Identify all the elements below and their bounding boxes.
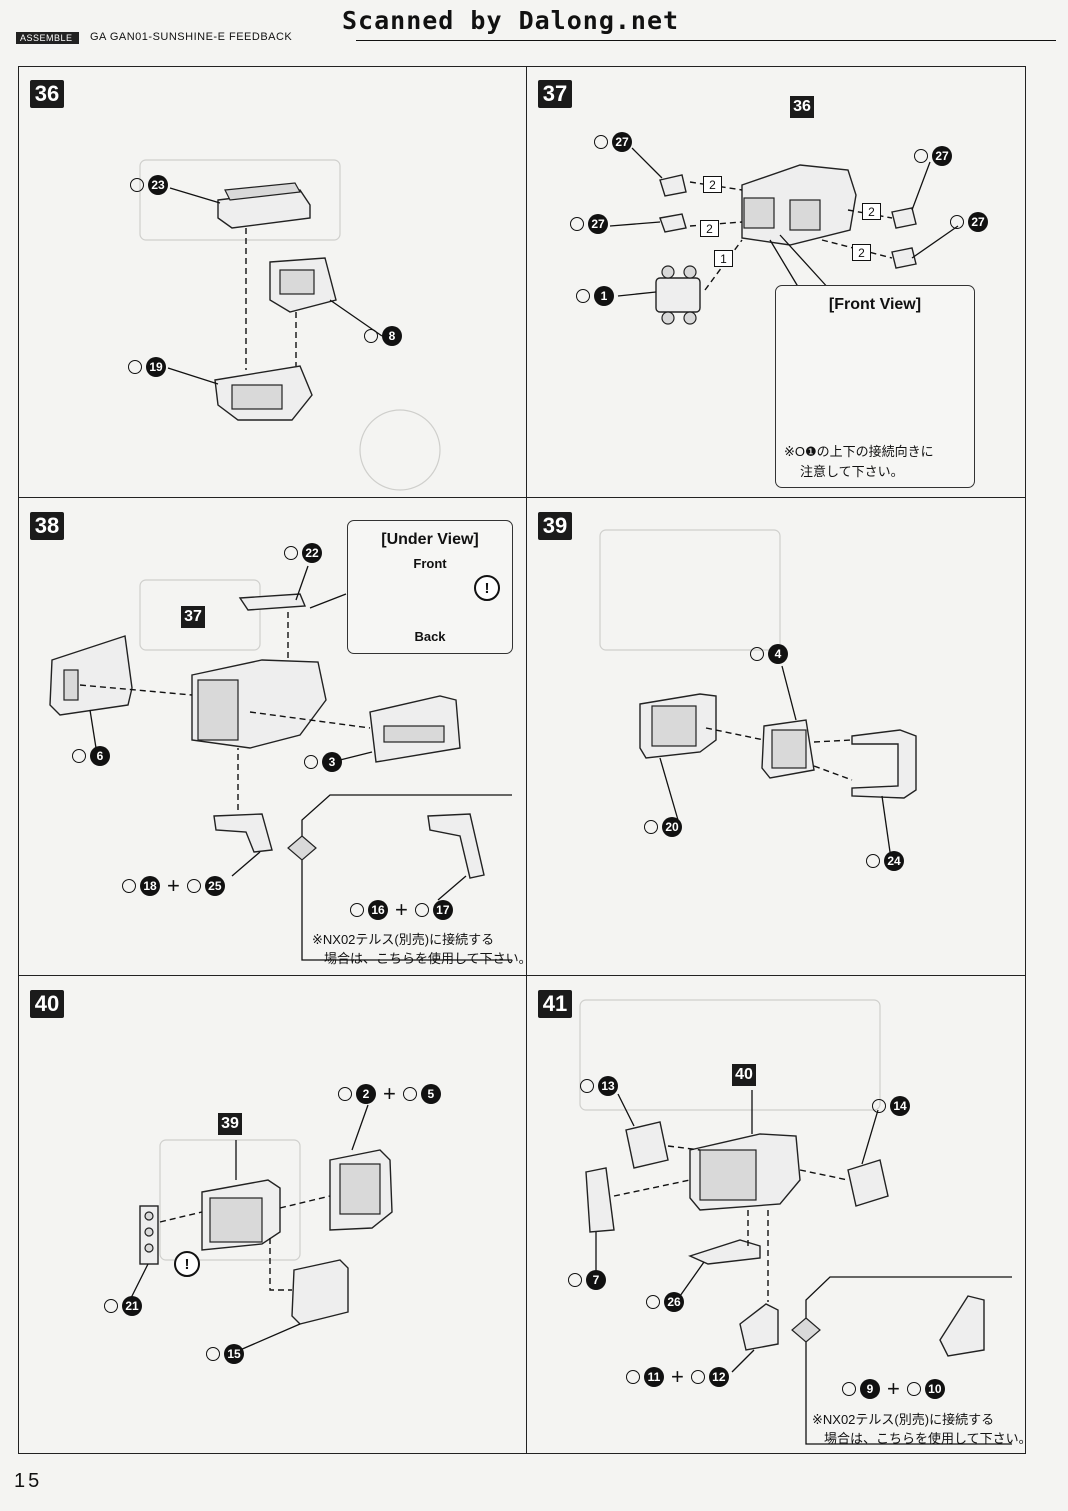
step40-art bbox=[129, 1104, 393, 1351]
front-view-note-2: 注意して下さい。 bbox=[800, 464, 904, 479]
step-number: 39 bbox=[538, 512, 572, 540]
assemble-tag: ASSEMBLE bbox=[16, 32, 79, 44]
option-note-2: 場合は、こちらを使用して下さい。 bbox=[324, 951, 532, 966]
front-view-note-1: ※O❶の上下の接続向きに bbox=[784, 444, 934, 459]
option-note-1: ※NX02テルス(別売)に接続する bbox=[312, 932, 495, 947]
option-note-1: ※NX02テルス(別売)に接続する bbox=[812, 1412, 995, 1427]
instruction-grid bbox=[18, 66, 1026, 1454]
part-combo-label: 11+12 bbox=[626, 1364, 729, 1390]
part-label: 7 bbox=[568, 1270, 606, 1290]
part-label: 20 bbox=[644, 817, 682, 837]
quantity-box: 2 bbox=[700, 220, 719, 237]
under-view-front: Front bbox=[413, 556, 447, 571]
step39-art bbox=[639, 665, 917, 853]
step36-art bbox=[167, 182, 383, 421]
part-label: 6 bbox=[72, 746, 110, 766]
part-label: 13 bbox=[580, 1076, 618, 1096]
part-combo-label: 18+25 bbox=[122, 873, 225, 899]
step-number: 36 bbox=[30, 80, 64, 108]
grid-divider-row1 bbox=[18, 497, 1026, 498]
part-label: 1 bbox=[576, 286, 614, 306]
part-label: 27 bbox=[950, 212, 988, 232]
under-view-box: [Under View] Front Back ! bbox=[347, 520, 513, 654]
step-number: 41 bbox=[538, 990, 572, 1018]
part-label: 21 bbox=[104, 1296, 142, 1316]
step-number: 38 bbox=[30, 512, 64, 540]
under-view-back: Back bbox=[414, 629, 446, 644]
step-reference: 40 bbox=[732, 1064, 756, 1086]
front-view-box: [Front View] ※O❶の上下の接続向きに 注意して下さい。 bbox=[775, 285, 975, 488]
under-view-title: [Under View] bbox=[381, 531, 479, 548]
part-label: 23 bbox=[130, 175, 168, 195]
part-label: 27 bbox=[914, 146, 952, 166]
part-label: 19 bbox=[128, 357, 166, 377]
exclamation-circle-icon: ! bbox=[474, 575, 500, 601]
step-number: 37 bbox=[538, 80, 572, 108]
part-combo-label: 16+17 bbox=[350, 897, 453, 923]
step-reference: 39 bbox=[218, 1113, 242, 1135]
part-label: 27 bbox=[594, 132, 632, 152]
part-label: 22 bbox=[284, 543, 322, 563]
quantity-box: 1 bbox=[714, 250, 733, 267]
part-label: 26 bbox=[646, 1292, 684, 1312]
part-label: 14 bbox=[872, 1096, 910, 1116]
part-label: 8 bbox=[364, 326, 402, 346]
exclamation-circle-icon: ! bbox=[174, 1251, 200, 1277]
option-note-2: 場合は、こちらを使用して下さい。 bbox=[824, 1431, 1032, 1446]
page-header: ASSEMBLE GA GAN01-SUNSHINE-E FEEDBACK bbox=[16, 31, 1056, 44]
quantity-box: 2 bbox=[703, 176, 722, 193]
quantity-box: 2 bbox=[852, 244, 871, 261]
grid-divider-row2 bbox=[18, 975, 1026, 976]
front-view-title: [Front View] bbox=[828, 296, 922, 313]
page-number: 15 bbox=[14, 1470, 43, 1492]
part-label: 15 bbox=[206, 1344, 244, 1364]
header-rule bbox=[356, 40, 1056, 41]
grid-divider-vertical bbox=[526, 66, 527, 1454]
part-combo-label: 2+5 bbox=[338, 1081, 441, 1107]
product-title: GA GAN01-SUNSHINE-E FEEDBACK bbox=[90, 31, 293, 43]
quantity-box: 2 bbox=[862, 203, 881, 220]
part-label: 4 bbox=[750, 644, 788, 664]
part-label: 3 bbox=[304, 752, 342, 772]
part-label: 27 bbox=[570, 214, 608, 234]
watermark: Scanned by Dalong.net bbox=[342, 6, 680, 35]
step41-art bbox=[585, 1090, 1012, 1445]
part-combo-label: 9+10 bbox=[842, 1376, 945, 1402]
part-label: 24 bbox=[866, 851, 904, 871]
step-reference: 37 bbox=[181, 606, 205, 628]
step-reference: 36 bbox=[790, 96, 814, 118]
step-number: 40 bbox=[30, 990, 64, 1018]
